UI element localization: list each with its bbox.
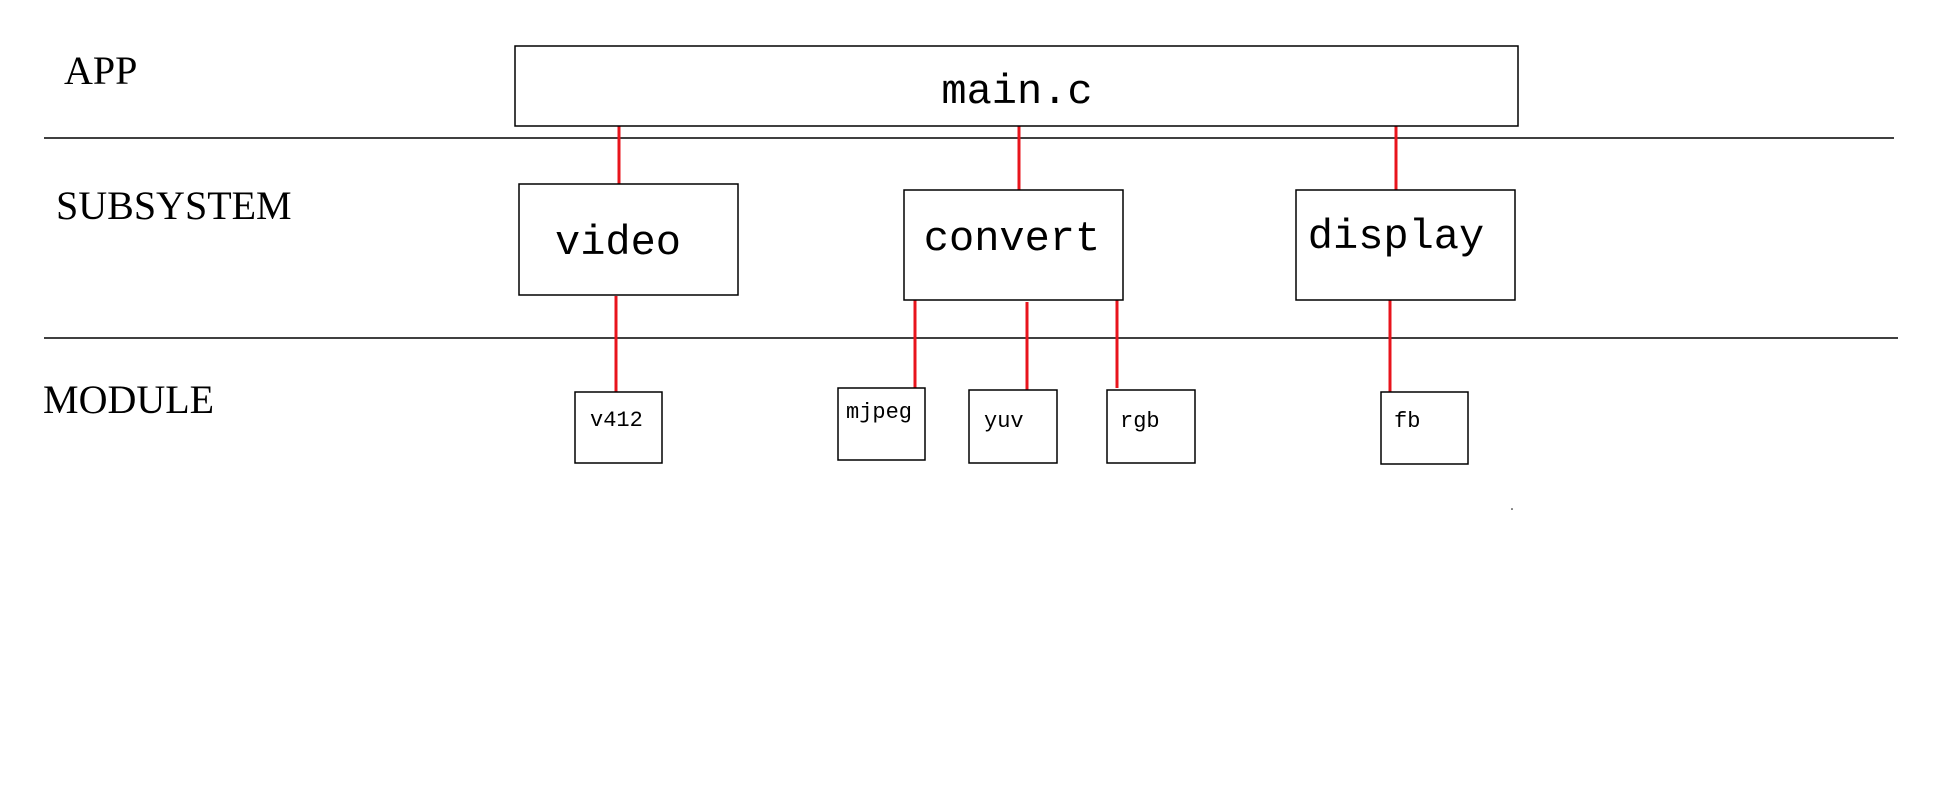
module-yuv-node: yuv [968,389,1058,464]
subsystem-video-node: video [518,183,739,296]
connectors [614,126,1398,392]
subsystem-convert-node: convert [903,189,1124,301]
module-fb-label: fb [1394,409,1420,434]
layer-label-module: MODULE [43,377,214,422]
subsystem-display-label: display [1308,213,1484,261]
module-mjpeg-node: mjpeg [837,387,926,461]
module-fb-node: fb [1380,391,1469,465]
subsystem-display-node: display [1295,189,1516,301]
app-main-box [514,45,1519,127]
layer-label-app: APP [64,48,137,93]
module-fb-box [1380,391,1469,465]
app-main-label: main.c [941,68,1092,116]
layer-label-subsystem: SUBSYSTEM [56,183,292,228]
module-v4l2-node: v412 [574,391,663,464]
module-yuv-box [968,389,1058,464]
stray-dot [1511,508,1513,510]
subsystem-convert-box [903,189,1124,301]
subsystem-display-box [1295,189,1516,301]
module-rgb-label: rgb [1120,409,1160,434]
module-v4l2-label: v412 [590,408,643,433]
module-v4l2-box [574,391,663,464]
subsystem-video-box [518,183,739,296]
module-yuv-label: yuv [984,409,1024,434]
subsystem-video-label: video [555,219,681,267]
module-mjpeg-box [837,387,926,461]
subsystem-convert-label: convert [924,215,1100,263]
module-rgb-box [1106,389,1196,464]
module-mjpeg-label: mjpeg [846,400,912,425]
app-main-node: main.c [514,45,1519,127]
module-rgb-node: rgb [1106,389,1196,464]
